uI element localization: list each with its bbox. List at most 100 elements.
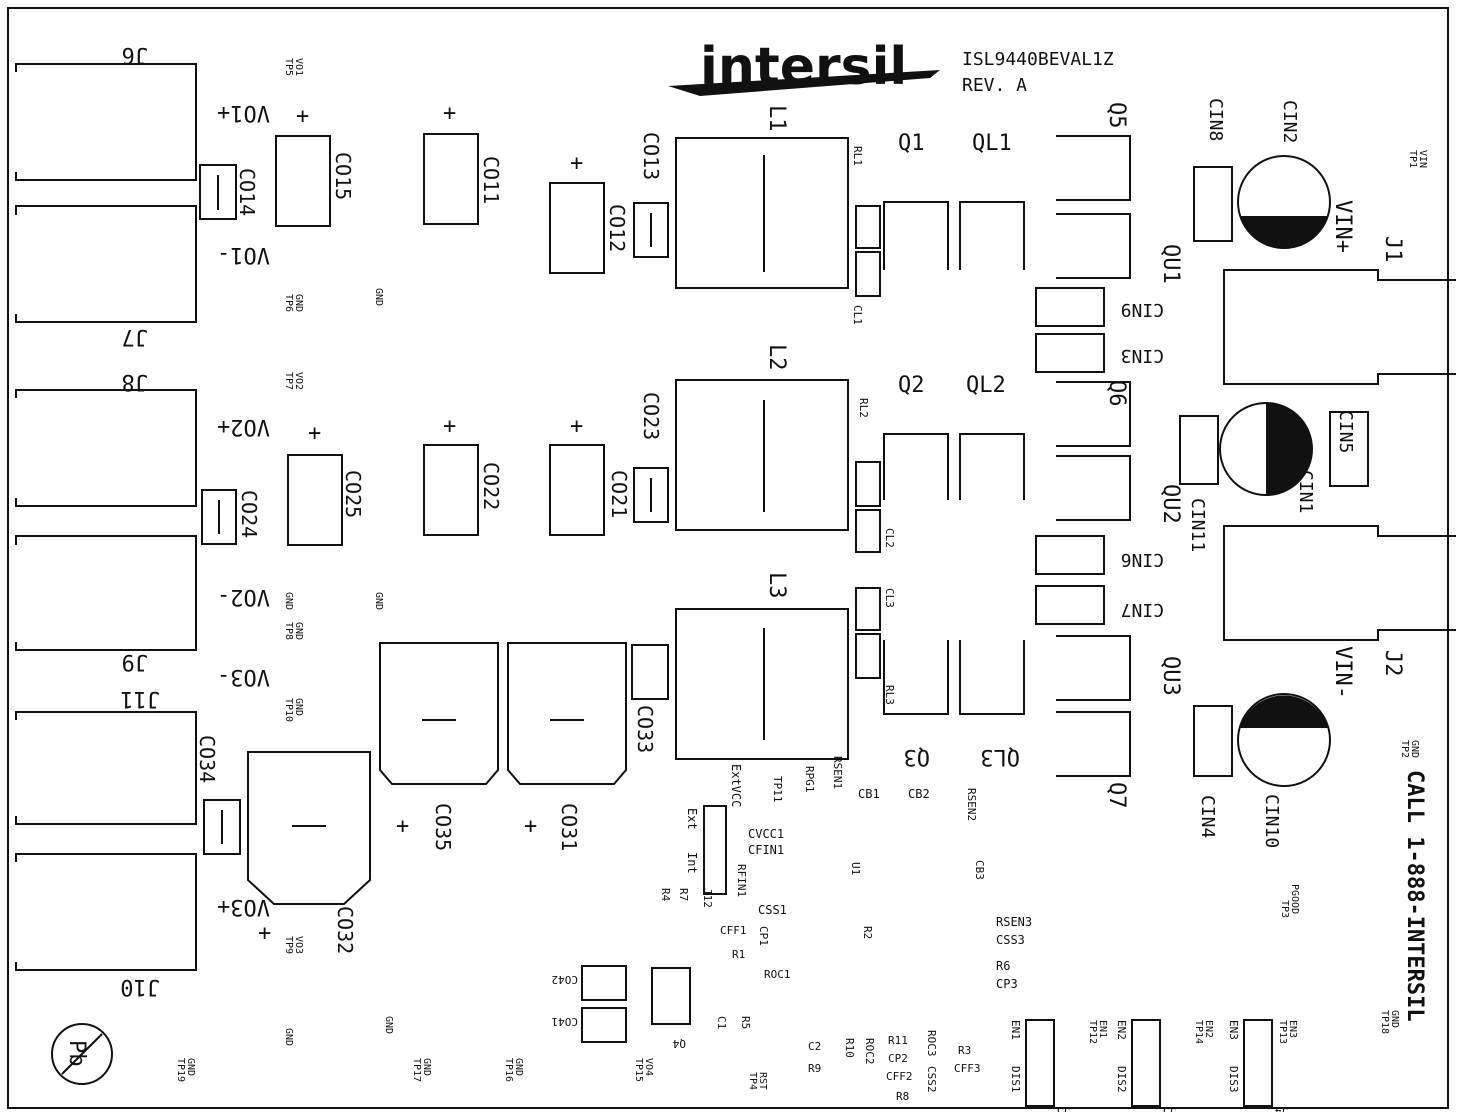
vo3m-label: VO3-	[217, 664, 270, 689]
cp2-label: CP2	[888, 1052, 908, 1065]
svg-text:TP18: TP18	[1379, 1010, 1390, 1034]
electrolytic-caps	[1219, 155, 1331, 787]
u1-label: U1	[849, 862, 862, 875]
svg-text:+: +	[524, 814, 537, 839]
co22-outline	[423, 444, 479, 536]
svg-text:GND: GND	[373, 288, 384, 306]
co41-label: CO41	[552, 1015, 579, 1028]
co21-outline	[633, 467, 669, 523]
co35-outline	[379, 642, 499, 785]
rl2-label: RL2	[857, 398, 870, 418]
cff2-label: CFF2	[886, 1070, 913, 1083]
j10-label: J10	[120, 974, 160, 999]
svg-text:EN1: EN1	[1097, 1020, 1108, 1038]
rsen1-label: RSEN1	[831, 756, 844, 789]
q4-outline	[651, 967, 691, 1025]
co34-outline	[203, 799, 241, 855]
rl3-label: RL3	[883, 685, 896, 705]
r7-label: R7	[677, 888, 690, 901]
svg-text:TP3: TP3	[1279, 900, 1290, 918]
co25-outline	[287, 454, 343, 546]
svg-text:PGOOD: PGOOD	[1289, 884, 1300, 914]
cfin1-label: CFIN1	[748, 843, 784, 857]
int-label: Int	[685, 852, 699, 874]
co31-label: CO31	[557, 803, 581, 851]
q7-label: Q7	[1104, 782, 1129, 809]
cl3-label: CL3	[883, 588, 896, 608]
co12-outline	[633, 202, 669, 258]
svg-text:EN3: EN3	[1287, 1020, 1298, 1038]
svg-text:TP4: TP4	[747, 1072, 758, 1090]
svg-text:TP5: TP5	[283, 58, 294, 76]
cp1-label: CP1	[757, 926, 770, 946]
r5-label: R5	[739, 1016, 752, 1029]
q6-label: Q6	[1104, 380, 1129, 407]
svg-text:DIS1: DIS1	[1009, 1066, 1022, 1093]
co41-outline	[581, 1007, 627, 1043]
svg-text:TP16: TP16	[503, 1058, 514, 1082]
qu1-label: QU1	[1158, 244, 1183, 284]
svg-text:+: +	[258, 921, 271, 946]
svg-text:EN3: EN3	[1227, 1020, 1240, 1040]
j6-label: J6	[122, 42, 149, 67]
svg-text:J3: J3	[1057, 1105, 1070, 1112]
q4-label: Q4	[672, 1037, 686, 1050]
svg-text:GND: GND	[421, 1058, 432, 1076]
co13-outline	[549, 182, 605, 274]
svg-text:TP14: TP14	[1193, 1020, 1204, 1044]
r3-label: R3	[958, 1044, 971, 1057]
vo3p-label: VO3+	[217, 894, 270, 919]
rev-label: REV. A	[962, 75, 1027, 96]
j1-outline	[1223, 269, 1456, 385]
ql1-label: QL1	[972, 131, 1012, 156]
co33-label: CO33	[633, 705, 657, 753]
vo1p-label: VO1+	[217, 100, 270, 125]
pb-free-icon: Pb	[51, 1023, 113, 1085]
cl1-label: CL1	[851, 305, 864, 325]
l2-label: L2	[764, 344, 789, 371]
mosfet-outlines	[883, 135, 1131, 777]
co13-label: CO13	[639, 132, 663, 180]
j1-label: J1	[1380, 236, 1405, 263]
c1-label: C1	[715, 1016, 728, 1029]
svg-text:VO1: VO1	[293, 58, 304, 76]
j11-label: J11	[120, 686, 160, 711]
vinm-label: VIN-	[1330, 646, 1355, 699]
cl3-outline	[855, 587, 881, 631]
svg-text:GND: GND	[1389, 1010, 1400, 1028]
l3-label: L3	[764, 572, 789, 599]
roc1-label: ROC1	[764, 968, 791, 981]
svg-text:+: +	[443, 414, 456, 439]
svg-text:GND: GND	[293, 622, 304, 640]
polarity-marks: +++ +++ +++	[258, 101, 583, 946]
rl3-outline	[855, 633, 881, 679]
cff3-label: CFF3	[954, 1062, 981, 1075]
cin5-outline	[1329, 411, 1369, 487]
svg-text:RST: RST	[757, 1072, 768, 1090]
r8-label: R8	[896, 1090, 909, 1103]
cin11-outline	[1179, 415, 1219, 485]
co24-outline	[201, 489, 237, 545]
cin6-outline	[1035, 535, 1105, 575]
svg-text:VIN: VIN	[1417, 150, 1428, 168]
svg-text:EN2: EN2	[1203, 1020, 1214, 1038]
cb2-label: CB2	[908, 787, 930, 801]
j3-outline	[1025, 1019, 1055, 1107]
cl2-label: CL2	[883, 528, 896, 548]
roc2-label: ROC2	[863, 1038, 876, 1065]
svg-text:TP19: TP19	[175, 1058, 186, 1082]
l1-outline	[675, 137, 849, 289]
j9-label: J9	[122, 649, 149, 674]
j5-outline	[1131, 1019, 1161, 1107]
vo2p-label: VO2+	[217, 414, 270, 439]
co15-label: CO15	[331, 152, 355, 200]
svg-text:TP6: TP6	[283, 294, 294, 312]
vo1m-label: VO1-	[217, 242, 270, 267]
r9-label: R9	[808, 1062, 821, 1075]
cin9-outline	[1035, 287, 1105, 327]
svg-text:+: +	[570, 151, 583, 176]
rsen3-label: RSEN3	[996, 915, 1032, 929]
co11-outline	[423, 133, 479, 225]
cvcc1-label: CVCC1	[748, 827, 784, 841]
cin7-label: CIN7	[1121, 599, 1164, 620]
